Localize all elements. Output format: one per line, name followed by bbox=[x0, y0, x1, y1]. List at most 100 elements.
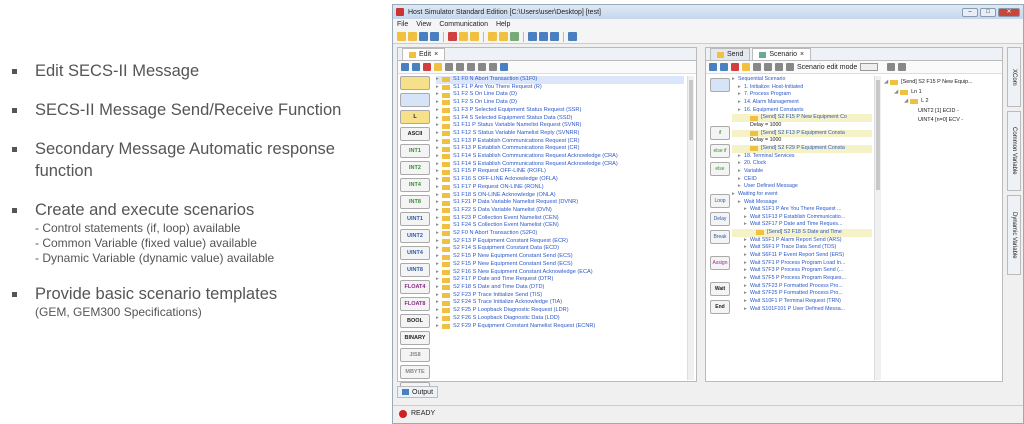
expand-icon[interactable]: ▸ bbox=[436, 160, 439, 167]
mbyte-type-button[interactable]: MBYTE bbox=[400, 365, 430, 379]
message-row[interactable]: ▸S2 F13 P Equipment Constant Request (EC… bbox=[436, 238, 684, 246]
message-row[interactable]: ▸S1 F1 P Are You There Request (R) bbox=[436, 84, 684, 92]
expand-icon[interactable]: ▸ bbox=[738, 175, 741, 182]
paste-icon[interactable] bbox=[470, 32, 479, 41]
item-type-button[interactable] bbox=[400, 93, 430, 107]
message-row[interactable]: ▸S2 F24 S Trace Initialize Acknowledge (… bbox=[436, 299, 684, 307]
expand-icon[interactable]: ▸ bbox=[436, 91, 439, 98]
scenario-node[interactable]: ▸User Defined Message bbox=[732, 183, 872, 191]
message-row[interactable]: ▸S2 F16 S New Equipment Constant Acknowl… bbox=[436, 269, 684, 277]
expand-icon[interactable]: ▸ bbox=[738, 167, 741, 174]
message-row[interactable]: ▸S1 F23 P Collection Event Namelist (CEN… bbox=[436, 215, 684, 223]
expand-icon[interactable]: ▸ bbox=[738, 183, 741, 190]
tree-node[interactable]: UINT2 [1] ECID - bbox=[884, 107, 999, 117]
expand-icon[interactable]: ▸ bbox=[436, 214, 439, 221]
message-row[interactable]: ▸S1 F12 S Status Variable Namelist Reply… bbox=[436, 130, 684, 138]
expand-icon[interactable]: ▸ bbox=[738, 198, 741, 205]
message-row[interactable]: ▸S1 F4 S Selected Equipment Status Data … bbox=[436, 115, 684, 123]
expand-icon[interactable]: ▸ bbox=[732, 76, 735, 82]
tab-common-variable[interactable]: Common Variable bbox=[1007, 111, 1021, 191]
expand-icon[interactable]: ▸ bbox=[436, 191, 439, 198]
expand-icon[interactable]: ▸ bbox=[744, 213, 747, 220]
log-icon[interactable] bbox=[550, 32, 559, 41]
tree-node[interactable]: ◢Ln 1 bbox=[884, 88, 999, 98]
expand-icon[interactable]: ▸ bbox=[436, 291, 439, 298]
scenario-node[interactable]: [Send] S2 F29 P Equipment Consta bbox=[732, 144, 872, 153]
scenario-node[interactable]: ▸Wait S5F1 P Alarm Report Send (ARS) bbox=[732, 237, 872, 245]
expand-icon[interactable]: ▸ bbox=[436, 283, 439, 290]
scenario-node[interactable]: ▸14. Alarm Management bbox=[732, 99, 872, 107]
expand-icon[interactable]: ▸ bbox=[738, 83, 741, 90]
cut-icon[interactable] bbox=[753, 63, 761, 71]
scenario-node[interactable]: ▸Wait S7F23 P Formatted Process Pro... bbox=[732, 283, 872, 291]
menu-view[interactable]: View bbox=[416, 21, 432, 28]
expand-icon[interactable]: ▸ bbox=[436, 206, 439, 213]
expand-icon[interactable]: ▸ bbox=[744, 244, 747, 251]
menu-communication[interactable]: Communication bbox=[439, 21, 488, 28]
minimize-button[interactable]: – bbox=[962, 7, 978, 17]
expand-icon[interactable]: ▸ bbox=[436, 122, 439, 129]
tab-xcom[interactable]: XCom bbox=[1007, 47, 1021, 107]
folder-icon[interactable] bbox=[499, 32, 508, 41]
tree-node[interactable]: ◢L 2 bbox=[884, 97, 999, 107]
float4-type-button[interactable]: FLOAT4 bbox=[400, 280, 430, 294]
close-tab-icon[interactable]: × bbox=[434, 51, 439, 58]
expand-icon[interactable]: ▸ bbox=[436, 114, 439, 121]
add-icon[interactable] bbox=[434, 63, 442, 71]
expand-icon[interactable]: ▸ bbox=[744, 305, 747, 312]
expand-icon[interactable]: ▸ bbox=[732, 190, 735, 197]
scenario-node[interactable]: Delay = 1000 bbox=[732, 122, 872, 130]
message-row[interactable]: ▸S2 F15 P New Equipment Constant Send (E… bbox=[436, 253, 684, 261]
sort-icon[interactable] bbox=[500, 63, 508, 71]
message-row[interactable]: ▸S1 F16 S OFF-LINE Acknowledge (OFLA) bbox=[436, 176, 684, 184]
delete-icon[interactable] bbox=[423, 63, 431, 71]
scenario-node[interactable]: [Send] S2 F13 P Equipment Consta bbox=[732, 129, 872, 138]
message-row[interactable]: ▸S1 F13 P Establish Communications Reque… bbox=[436, 145, 684, 153]
expand-icon[interactable]: ▸ bbox=[436, 168, 439, 175]
expand-icon[interactable]: ▸ bbox=[436, 176, 439, 183]
tab-output[interactable]: Output bbox=[397, 386, 439, 398]
message-type-button[interactable] bbox=[400, 76, 430, 90]
expand-icon[interactable]: ▸ bbox=[738, 91, 741, 98]
float8-type-button[interactable]: FLOAT8 bbox=[400, 297, 430, 311]
document-icon[interactable] bbox=[568, 32, 577, 41]
message-row[interactable]: ▸S1 F24 S Collection Event Namelist (CEN… bbox=[436, 222, 684, 230]
expand-icon[interactable]: ▸ bbox=[738, 160, 741, 167]
message-row[interactable]: ▸S1 F2 S On Line Data (D) bbox=[436, 99, 684, 107]
expand-icon[interactable]: ▸ bbox=[744, 206, 747, 213]
tree-node[interactable]: UINT4 [n=0] ECV - bbox=[884, 116, 999, 126]
message-row[interactable]: ▸S1 F11 P Status Variable Namelist Reque… bbox=[436, 122, 684, 130]
expand-icon[interactable] bbox=[887, 63, 896, 71]
scenario-node[interactable]: ▸16. Equipment Constants bbox=[732, 107, 872, 115]
message-row[interactable]: ▸S2 F23 P Trace Initialize Send (TIS) bbox=[436, 292, 684, 300]
message-row[interactable]: ▸S1 F14 S Establish Communications Reque… bbox=[436, 161, 684, 169]
scenario-node[interactable]: ▸Wait S1F1 P Are You There Request ... bbox=[732, 206, 872, 214]
scroll-thumb[interactable] bbox=[876, 80, 880, 190]
expand-icon[interactable]: ▸ bbox=[436, 268, 439, 275]
refresh-icon[interactable] bbox=[709, 63, 717, 71]
open-folder-icon[interactable] bbox=[408, 32, 417, 41]
expand-icon[interactable]: ▸ bbox=[436, 237, 439, 244]
uint4-type-button[interactable]: UINT4 bbox=[400, 246, 430, 260]
expand-icon[interactable]: ▸ bbox=[436, 299, 439, 306]
scenario-node[interactable]: ▸Wait S7F1 P Process Program Load In... bbox=[732, 260, 872, 268]
scenario-node[interactable]: ▸Wait Message bbox=[732, 199, 872, 207]
expand-icon[interactable]: ▸ bbox=[436, 276, 439, 283]
scenario-node[interactable]: ▸Wait S7F3 P Process Program Send (... bbox=[732, 267, 872, 275]
if-button[interactable]: if bbox=[710, 126, 730, 140]
expand-icon[interactable]: ▸ bbox=[436, 83, 439, 90]
uint2-type-button[interactable]: UINT2 bbox=[400, 229, 430, 243]
uint1-type-button[interactable]: UINT1 bbox=[400, 212, 430, 226]
scenario-node[interactable]: ▸18. Terminal Services bbox=[732, 153, 872, 161]
expand-icon[interactable]: ▸ bbox=[436, 153, 439, 160]
jis8-type-button[interactable]: JIS8 bbox=[400, 348, 430, 362]
copy-icon[interactable] bbox=[459, 32, 468, 41]
message-row[interactable]: ▸S1 F14 S Establish Communications Reque… bbox=[436, 153, 684, 161]
expand-icon[interactable]: ▸ bbox=[744, 290, 747, 297]
loop-button[interactable]: Loop bbox=[710, 194, 730, 208]
uint8-type-button[interactable]: UINT8 bbox=[400, 263, 430, 277]
scenario-node[interactable]: ▸Sequential Scenario bbox=[732, 76, 872, 84]
list-type-button[interactable]: L bbox=[400, 110, 430, 124]
close-tab-icon[interactable]: × bbox=[800, 51, 805, 58]
expand-icon[interactable]: ▸ bbox=[738, 98, 741, 105]
